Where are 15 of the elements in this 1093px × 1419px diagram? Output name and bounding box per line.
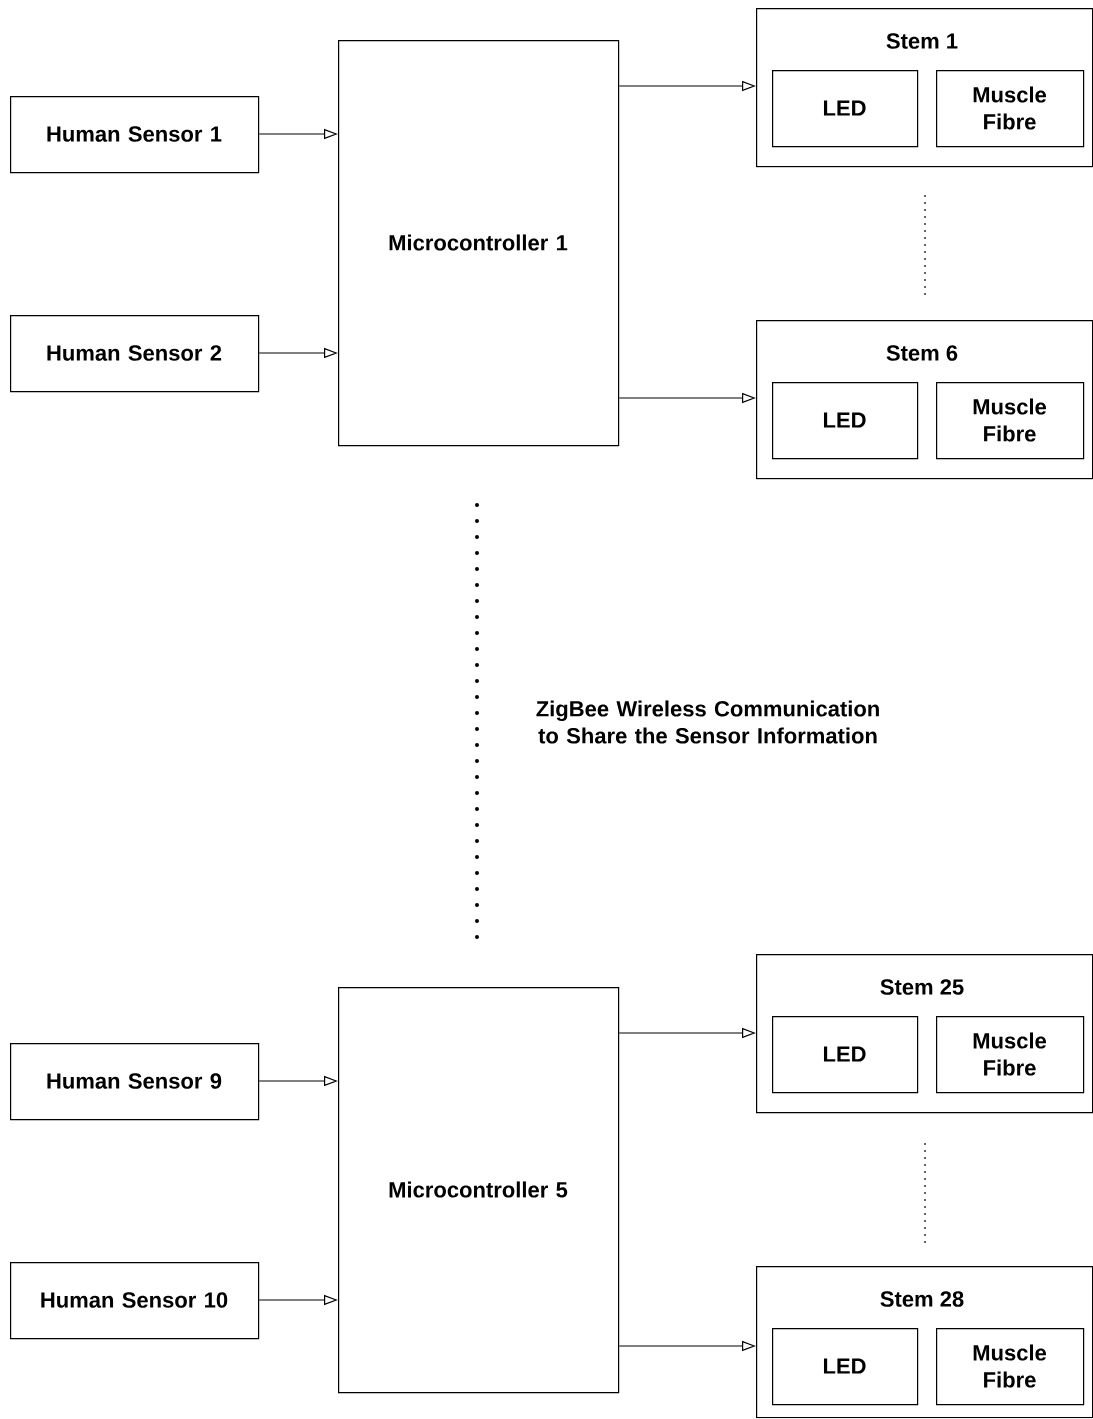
- block-box: LED: [772, 382, 919, 460]
- block-box: Human Sensor 2: [10, 315, 260, 393]
- block-box: Human Sensor 10: [10, 1262, 260, 1340]
- block-box: Microcontroller 5: [338, 987, 620, 1394]
- block-box: Human Sensor 9: [10, 1043, 260, 1121]
- block-box: LED: [772, 1328, 919, 1406]
- block-box: LED: [772, 1016, 919, 1094]
- block-box: Muscle Fibre: [936, 70, 1085, 148]
- block-box: Muscle Fibre: [936, 382, 1085, 460]
- block-box: LED: [772, 70, 919, 148]
- block-box: Muscle Fibre: [936, 1016, 1085, 1094]
- block-box: Human Sensor 1: [10, 96, 260, 174]
- block-box: Muscle Fibre: [936, 1328, 1085, 1406]
- block-box: Microcontroller 1: [338, 40, 620, 447]
- note-text: ZigBee Wireless Communication to Share the Sensor Information: [536, 700, 879, 744]
